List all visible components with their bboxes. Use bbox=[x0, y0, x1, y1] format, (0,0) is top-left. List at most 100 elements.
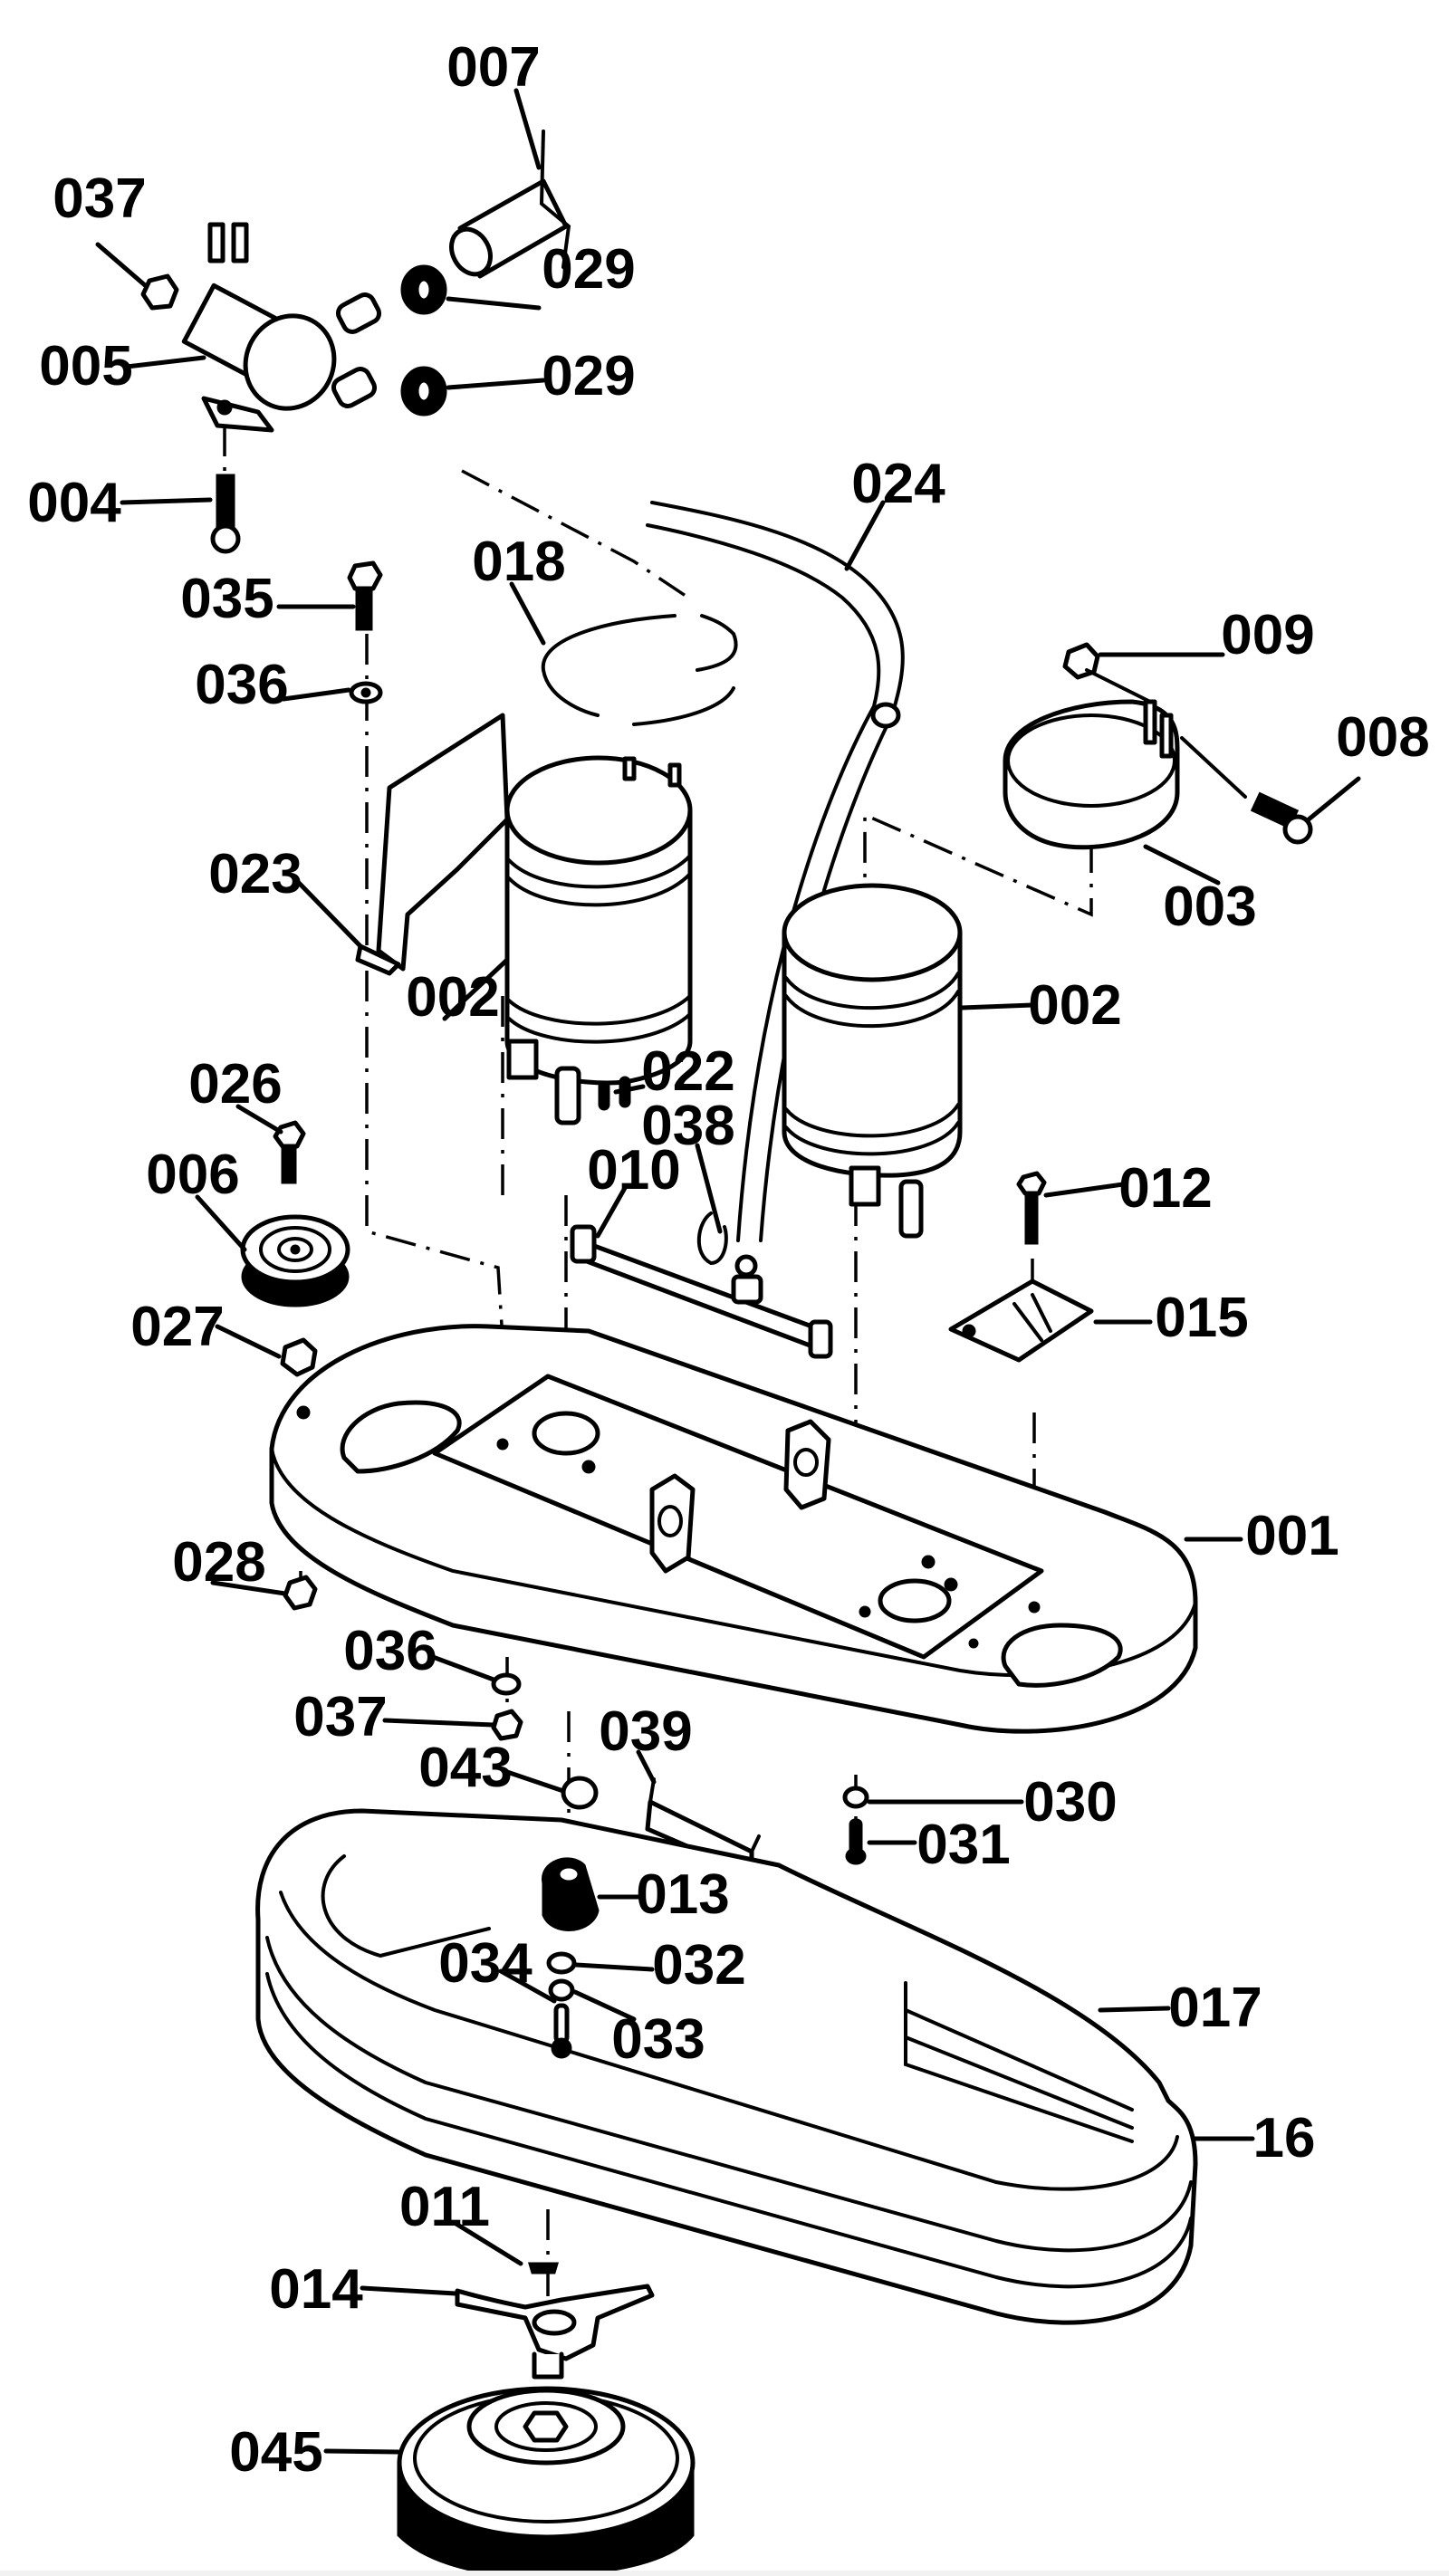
hose-007 bbox=[449, 129, 571, 279]
callout-labels: 007 037 029 005 029 004 024 018 035 009 … bbox=[27, 36, 1429, 2484]
callout-006: 006 bbox=[146, 1144, 239, 1206]
washer-030 bbox=[842, 1786, 869, 1809]
nut-037-top bbox=[140, 273, 179, 311]
bolt-012 bbox=[1016, 1171, 1047, 1245]
washer-036-lower bbox=[491, 1672, 522, 1696]
leader-029a bbox=[446, 296, 542, 311]
callout-032: 032 bbox=[652, 1934, 745, 1997]
washer-032 bbox=[546, 1951, 577, 1975]
callout-036a: 036 bbox=[195, 654, 288, 716]
callout-022: 022 bbox=[641, 1040, 734, 1103]
callout-029b: 029 bbox=[542, 345, 635, 407]
leader-045 bbox=[323, 2448, 401, 2455]
callout-045: 045 bbox=[229, 2421, 322, 2484]
leader-010 bbox=[595, 1185, 628, 1239]
nut-028 bbox=[283, 1575, 318, 1611]
callout-030: 030 bbox=[1023, 1771, 1117, 1834]
motor-bracket-023 bbox=[355, 713, 510, 976]
callout-007: 007 bbox=[446, 36, 540, 99]
leader-024 bbox=[844, 500, 886, 571]
nut-037-lower bbox=[491, 1709, 523, 1741]
callout-002b: 002 bbox=[1028, 974, 1121, 1037]
callout-014: 014 bbox=[269, 2258, 363, 2321]
callout-039: 039 bbox=[599, 1700, 692, 1763]
leader-005 bbox=[124, 355, 206, 369]
leader-003 bbox=[1143, 844, 1221, 886]
leader-006 bbox=[195, 1194, 247, 1252]
callout-003: 003 bbox=[1163, 876, 1256, 938]
leader-lines bbox=[95, 88, 1361, 2455]
leader-002a bbox=[442, 957, 510, 1021]
leader-037a bbox=[95, 242, 148, 288]
callout-002a: 002 bbox=[406, 966, 499, 1029]
leader-014 bbox=[360, 2285, 458, 2296]
callout-026: 026 bbox=[188, 1053, 282, 1116]
drive-hub-013 bbox=[542, 1857, 600, 1931]
water-tube-010 bbox=[570, 1224, 833, 1359]
brush-045 bbox=[397, 2386, 696, 2576]
nut-027 bbox=[280, 1337, 318, 1377]
leader-028 bbox=[210, 1580, 288, 1596]
bolt-004 bbox=[210, 474, 241, 554]
leader-007 bbox=[513, 88, 542, 170]
skirt-housing-017 bbox=[255, 1808, 1198, 2325]
callout-037a: 037 bbox=[53, 168, 146, 230]
hook-038 bbox=[696, 1211, 728, 1266]
bolt-035 bbox=[347, 560, 383, 631]
screw-031 bbox=[845, 1818, 867, 1865]
washer-036-top bbox=[349, 681, 383, 704]
callout-011: 011 bbox=[399, 2176, 490, 2238]
bolt-026 bbox=[273, 1120, 306, 1184]
leader-038 bbox=[695, 1143, 723, 1234]
assembly-line-hose bbox=[461, 469, 689, 599]
pulley-006 bbox=[240, 1214, 350, 1307]
assembly-line-003 bbox=[863, 812, 1093, 917]
motor-right-002 bbox=[782, 883, 963, 1239]
leader-043 bbox=[504, 1769, 566, 1794]
bottom-border bbox=[0, 2571, 1449, 2576]
base-deck-001 bbox=[269, 1324, 1198, 1734]
callout-010: 010 bbox=[587, 1139, 680, 1202]
leader-033 bbox=[572, 1989, 637, 2022]
leader-026 bbox=[235, 1104, 283, 1135]
leader-012 bbox=[1043, 1182, 1126, 1198]
callout-012: 012 bbox=[1118, 1157, 1212, 1220]
leader-039 bbox=[636, 1749, 657, 1785]
callout-034: 034 bbox=[438, 1932, 533, 1995]
callout-036b: 036 bbox=[343, 1620, 437, 1682]
nut-043 bbox=[561, 1776, 599, 1810]
leader-023 bbox=[296, 880, 363, 949]
callout-035: 035 bbox=[180, 568, 273, 630]
leader-004 bbox=[120, 497, 213, 505]
leader-002b bbox=[959, 1002, 1035, 1010]
solenoid-valve bbox=[181, 222, 382, 433]
callout-023: 023 bbox=[208, 843, 302, 905]
band-clamp-003 bbox=[1003, 699, 1180, 850]
callout-015: 015 bbox=[1155, 1287, 1248, 1349]
leader-022 bbox=[613, 1084, 646, 1095]
leader-032 bbox=[573, 1962, 655, 1972]
callout-008: 008 bbox=[1336, 706, 1429, 769]
clutch-plate-014 bbox=[455, 2284, 655, 2380]
callout-037b: 037 bbox=[293, 1686, 387, 1748]
callout-024: 024 bbox=[851, 453, 945, 515]
callout-005: 005 bbox=[39, 335, 132, 397]
leader-036a bbox=[281, 687, 351, 702]
leader-011 bbox=[452, 2220, 523, 2266]
callout-027: 027 bbox=[130, 1296, 224, 1358]
leader-027 bbox=[215, 1324, 282, 1359]
callout-038: 038 bbox=[641, 1095, 734, 1157]
plate-015 bbox=[948, 1278, 1094, 1363]
bolt-008 bbox=[1180, 736, 1313, 845]
leader-036b bbox=[430, 1654, 496, 1682]
leader-017 bbox=[1098, 2006, 1171, 2013]
washer-033 bbox=[548, 1978, 575, 2002]
motor-left-002 bbox=[504, 755, 693, 1125]
callout-028: 028 bbox=[172, 1531, 265, 1594]
leader-029b bbox=[446, 378, 546, 390]
callout-001: 001 bbox=[1245, 1505, 1339, 1567]
callout-029a: 029 bbox=[542, 238, 635, 301]
leader-008 bbox=[1306, 776, 1361, 822]
screw-034 bbox=[551, 2003, 572, 2059]
